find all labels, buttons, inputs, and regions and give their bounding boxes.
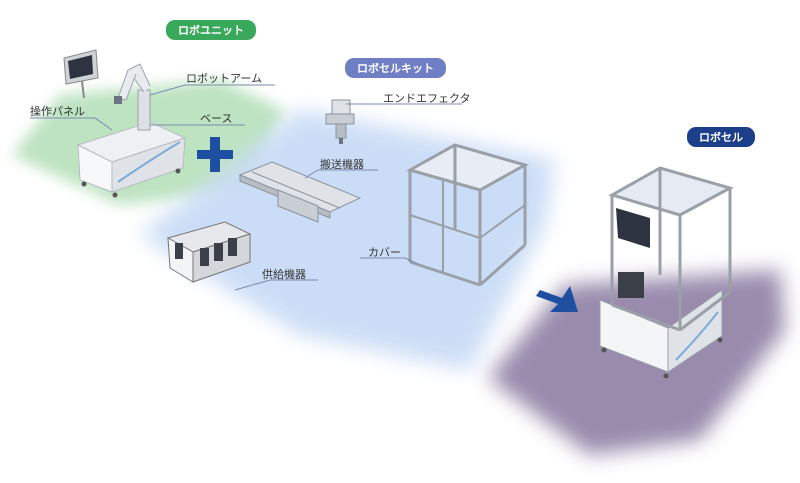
robot-arm-label: ロボットアーム (186, 72, 263, 85)
callout-lines (30, 84, 462, 291)
robo-unit-machine (76, 121, 187, 198)
arrow-right-icon (536, 286, 578, 312)
robo-cell-machine (599, 166, 734, 379)
robot-arm-icon (114, 63, 151, 131)
feeder-icon (166, 221, 252, 283)
conveyor-label: 搬送機器 (320, 158, 364, 171)
conveyor-icon (238, 161, 362, 223)
cover-label: カバー (368, 246, 401, 259)
end-effector-icon (325, 99, 355, 144)
cover-frame-icon (406, 143, 529, 287)
robo-cell-kit-title: ロボセルキット (345, 58, 446, 78)
feeder-label: 供給機器 (262, 268, 306, 281)
plus-icon (197, 137, 233, 172)
control-panel-label: 操作パネル (30, 105, 85, 118)
base-label: ベース (200, 112, 233, 125)
end-effector-label: エンドエフェクタ (383, 92, 471, 105)
control-panel-icon (63, 49, 99, 99)
robo-cell-title: ロボセル (687, 127, 755, 147)
robo-unit-title: ロボユニット (166, 20, 256, 40)
